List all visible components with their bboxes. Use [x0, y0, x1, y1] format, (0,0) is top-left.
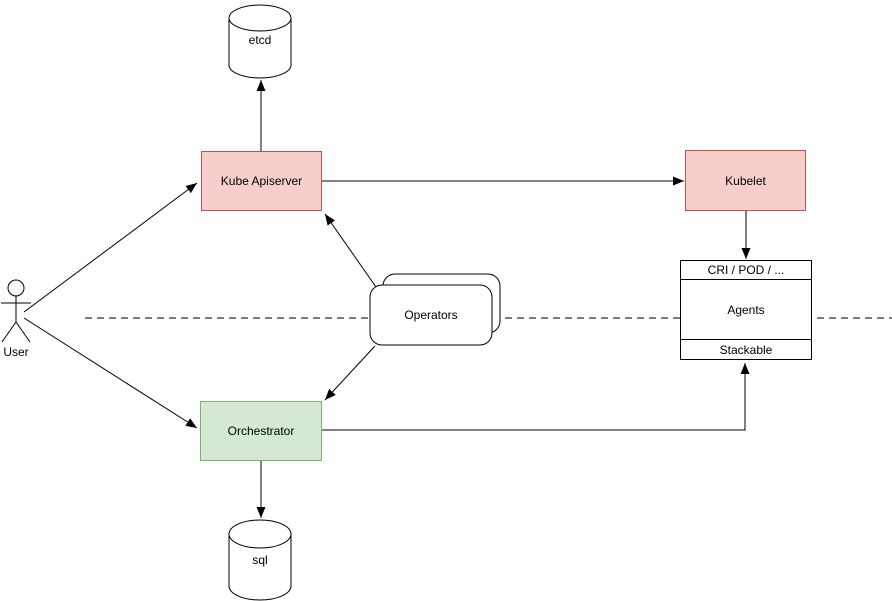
agents-stack-header-label: CRI / POD / ... [707, 263, 785, 277]
sql-cylinder-shape [228, 519, 292, 601]
node-kubelet-label: Kubelet [725, 173, 766, 188]
edge-operators-to-kube-apiserver [324, 213, 377, 288]
agents-stack-header: CRI / POD / ... [681, 261, 811, 280]
agents-stack-body-label: Agents [727, 302, 765, 317]
etcd-cylinder-shape [228, 4, 292, 79]
edge-orchestrator-to-stackable [322, 363, 750, 431]
node-kubelet: Kubelet [685, 150, 806, 211]
node-orchestrator-label: Orchestrator [227, 424, 295, 438]
edge-operators-to-orchestrator [324, 345, 376, 401]
node-kube-apiserver: Kube Apiserver [201, 151, 322, 211]
edge-user-to-orchestrator [23, 317, 198, 429]
node-orchestrator: Orchestrator [200, 401, 322, 461]
node-kube-apiserver-label: Kube Apiserver [220, 174, 303, 188]
operators-shape [369, 273, 501, 346]
edges-layer [23, 80, 751, 518]
node-agents-stack: CRI / POD / ... Agents Stackable [680, 260, 812, 360]
edge-user-to-kube-apiserver [23, 182, 198, 313]
agents-stack-footer-label: Stackable [719, 342, 773, 357]
agents-stack-footer: Stackable [681, 339, 811, 359]
user-actor-shape [1, 279, 31, 343]
agents-stack-body: Agents [681, 280, 811, 339]
